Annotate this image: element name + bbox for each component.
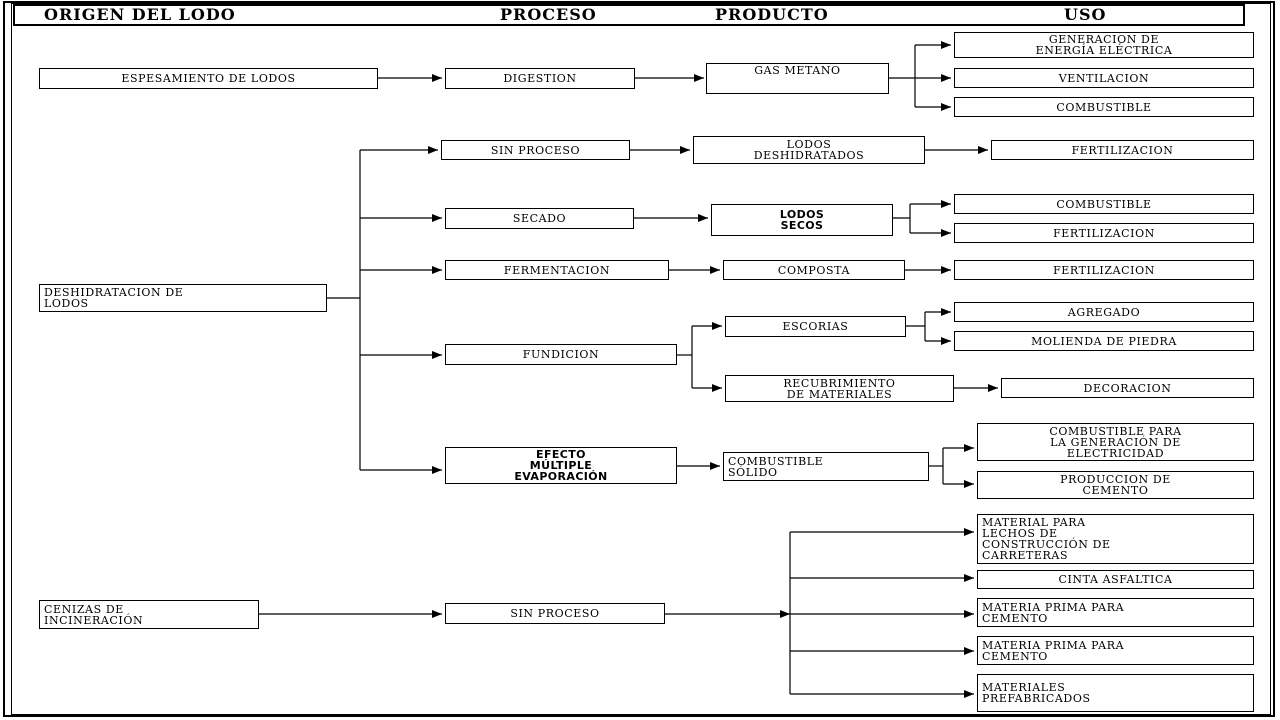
header-bar [13, 4, 1245, 26]
product-escorias: ESCORIAS [725, 316, 906, 337]
use-produccion-cemento: PRODUCCION DE CEMENTO [977, 471, 1254, 499]
process-sin-proceso-2: SIN PROCESO [445, 603, 665, 624]
use-agregado: AGREGADO [954, 302, 1254, 322]
product-lodos-deshidratados: LODOS DESHIDRATADOS [693, 136, 925, 164]
process-sin-proceso-1: SIN PROCESO [441, 140, 630, 160]
use-materiales-prefabricados: MATERIALES PREFABRICADOS [977, 674, 1254, 712]
use-materia-prima-2: MATERIA PRIMA PARA CEMENTO [977, 636, 1254, 665]
origin-cenizas: CENIZAS DE INCINERACIÓN [39, 600, 259, 629]
header-product: PRODUCTO [715, 5, 829, 24]
use-fertilizacion-3: FERTILIZACION [954, 260, 1254, 280]
use-generacion-energia: GENERACION DE ENERGÍA ELÉCTRICA [954, 32, 1254, 58]
use-decoracion: DECORACION [1001, 378, 1254, 398]
use-fertilizacion-1: FERTILIZACION [991, 140, 1254, 160]
use-cinta-asfaltica: CINTA ASFALTICA [977, 570, 1254, 589]
product-gas-metano: GAS METANO [706, 63, 889, 94]
header-use: USO [1064, 5, 1107, 24]
product-combustible-solido: COMBUSTIBLE SÓLIDO [723, 452, 929, 481]
origin-espesamiento: ESPESAMIENTO DE LODOS [39, 68, 378, 89]
use-materia-prima-1: MATERIA PRIMA PARA CEMENTO [977, 598, 1254, 627]
process-fermentacion: FERMENTACION [445, 260, 669, 280]
use-fertilizacion-2: FERTILIZACION [954, 223, 1254, 243]
use-molienda-piedra: MOLIENDA DE PIEDRA [954, 331, 1254, 351]
header-origin: ORIGEN DEL LODO [44, 5, 236, 24]
use-combustible-1: COMBUSTIBLE [954, 97, 1254, 117]
use-combustible-electricidad: COMBUSTIBLE PARA LA GENERACIÓN DE ELECTR… [977, 423, 1254, 461]
process-digestion: DIGESTION [445, 68, 635, 89]
outer-frame [3, 1, 1275, 717]
process-fundicion: FUNDICION [445, 344, 677, 365]
use-ventilacion: VENTILACION [954, 68, 1254, 88]
use-combustible-2: COMBUSTIBLE [954, 194, 1254, 214]
product-lodos-secos: LODOS SECOS [711, 204, 893, 236]
inner-frame [11, 3, 1271, 715]
product-composta: COMPOSTA [723, 260, 905, 280]
process-secado: SECADO [445, 208, 634, 229]
use-material-lechos: MATERIAL PARA LECHOS DE CONSTRUCCIÓN DE … [977, 514, 1254, 564]
process-efecto-multiple: EFECTO MÚLTIPLE EVAPORACIÓN [445, 447, 677, 484]
origin-deshidratacion: DESHIDRATACION DE LODOS [39, 284, 327, 312]
product-recubrimiento: RECUBRIMIENTO DE MATERIALES [725, 375, 954, 402]
header-process: PROCESO [500, 5, 597, 24]
